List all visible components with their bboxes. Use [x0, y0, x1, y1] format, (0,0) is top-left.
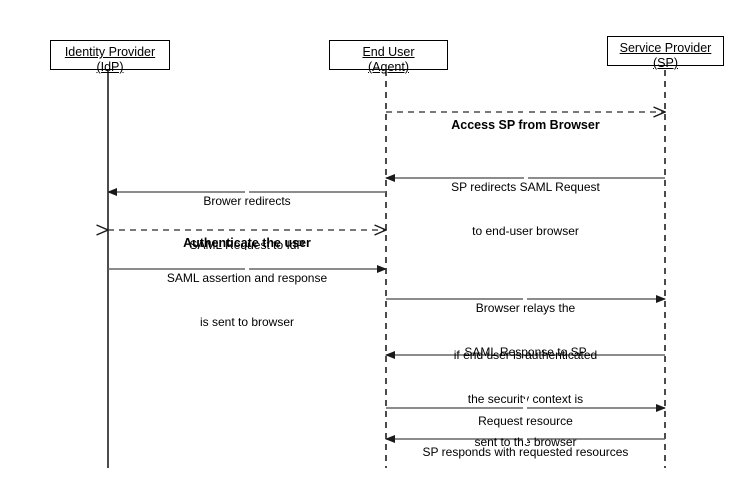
message-label-line: SP redirects SAML Request	[451, 180, 600, 194]
actor-box-sp: Service Provider(SP)	[607, 36, 724, 70]
message-label-line: if end user is authenticated	[453, 348, 598, 362]
actor-name-line1: Service Provider	[619, 41, 712, 55]
message-label-line: SP responds with requested resources	[422, 444, 629, 459]
message-label-line: Brower redirects	[203, 194, 291, 208]
message-label-line: Access SP from Browser	[451, 117, 600, 132]
message-label-line: Authenticate the user	[183, 235, 311, 250]
message-label-line: is sent to browser	[199, 314, 295, 329]
message-label-line: to end-user browser	[472, 223, 579, 238]
actor-box-enduser: End User(Agent)	[329, 40, 448, 74]
actor-box-idp: Identity Provider(IdP)	[50, 40, 170, 74]
actor-name-line2: (IdP)	[96, 60, 124, 74]
message-label-line: the security context is	[427, 392, 624, 407]
message-label-m5: SAML assertion and response is sent to br…	[151, 256, 343, 344]
message-label-m2: SP redirects SAML Request to end-user bro…	[436, 165, 615, 253]
actor-name-line2: (Agent)	[368, 60, 409, 74]
actor-name-line1: End User	[362, 45, 415, 59]
message-label-m1: Access SP from Browser	[437, 103, 614, 147]
actor-name-line1: Identity Provider	[64, 45, 156, 59]
message-label-line: Browser relays the	[475, 301, 576, 315]
actor-name-line2: (SP)	[653, 56, 678, 70]
message-label-m9: SP responds with requested resources	[401, 430, 650, 474]
message-label-line: Request resource	[478, 413, 573, 428]
message-label-line: SAML assertion and response	[166, 271, 328, 285]
